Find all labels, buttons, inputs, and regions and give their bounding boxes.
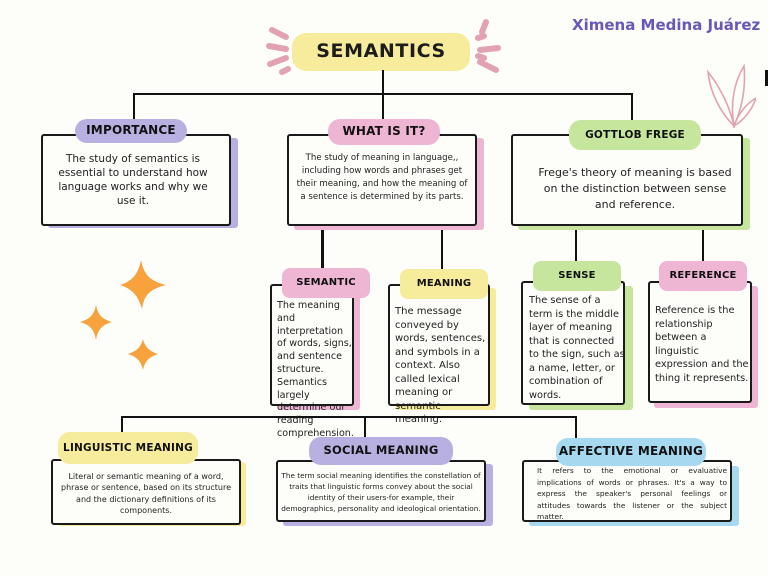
node-label: AFFECTIVE MEANING [556, 438, 706, 466]
connector-bottom-branch [121, 416, 577, 418]
burst-lines-left-icon [266, 27, 291, 75]
node-label: REFERENCE [659, 261, 747, 291]
node-label: MEANING [400, 269, 488, 299]
node-label: SEMANTIC [282, 268, 370, 298]
node-text: The study of semantics is essential to u… [58, 153, 208, 207]
connector-to-frege [631, 93, 633, 121]
node-text: The sense of a term is the middle layer … [529, 295, 625, 401]
author-name: Ximena Medina Juárez [572, 16, 761, 34]
node-text: Frege's theory of meaning is based on th… [538, 166, 732, 211]
node-box [276, 460, 486, 522]
node-box [41, 134, 231, 226]
title-highlight [292, 33, 470, 71]
node-box [521, 281, 625, 405]
node-text: Literal or semantic meaning of a word, p… [61, 472, 231, 515]
node-text: The term social meaning identifies the c… [281, 471, 481, 513]
connector-to-meaning [441, 228, 443, 270]
connector-to-what-is-it [382, 93, 384, 121]
node-box [270, 284, 354, 406]
node-label: WHAT IS IT? [328, 119, 440, 145]
node-text: It refers to the emotional or evaluative… [537, 466, 727, 521]
node-label: SENSE [533, 261, 621, 291]
sparkles-icon [80, 260, 166, 370]
leaf-sprig-icon [706, 63, 756, 129]
node-box [51, 459, 241, 525]
node-text: The study of meaning in language,, inclu… [296, 153, 468, 202]
edge-marker [765, 70, 768, 86]
connector-to-semantic [321, 228, 324, 268]
connector-to-importance [133, 93, 135, 121]
node-label: SOCIAL MEANING [309, 437, 453, 465]
node-text: The message conveyed by words, sentences… [395, 306, 486, 425]
node-box [648, 281, 752, 403]
page-title: SEMANTICS [316, 40, 446, 62]
connector-to-linguistic [121, 416, 123, 436]
node-text: The meaning and interpretation of words,… [277, 300, 354, 439]
node-box [287, 134, 477, 226]
connector-to-affective [575, 416, 577, 438]
node-text: Reference is the relationship between a … [655, 305, 749, 384]
node-box [522, 460, 732, 522]
connector-title-trunk [382, 70, 384, 94]
burst-lines-right-icon [475, 19, 501, 73]
node-label: LINGUISTIC MEANING [58, 432, 198, 464]
connector-to-sense [575, 228, 577, 264]
node-label: IMPORTANCE [75, 119, 187, 143]
connector-to-reference [702, 228, 704, 264]
node-label: GOTTLOB FREGE [569, 120, 701, 150]
connector-to-social [364, 416, 366, 438]
